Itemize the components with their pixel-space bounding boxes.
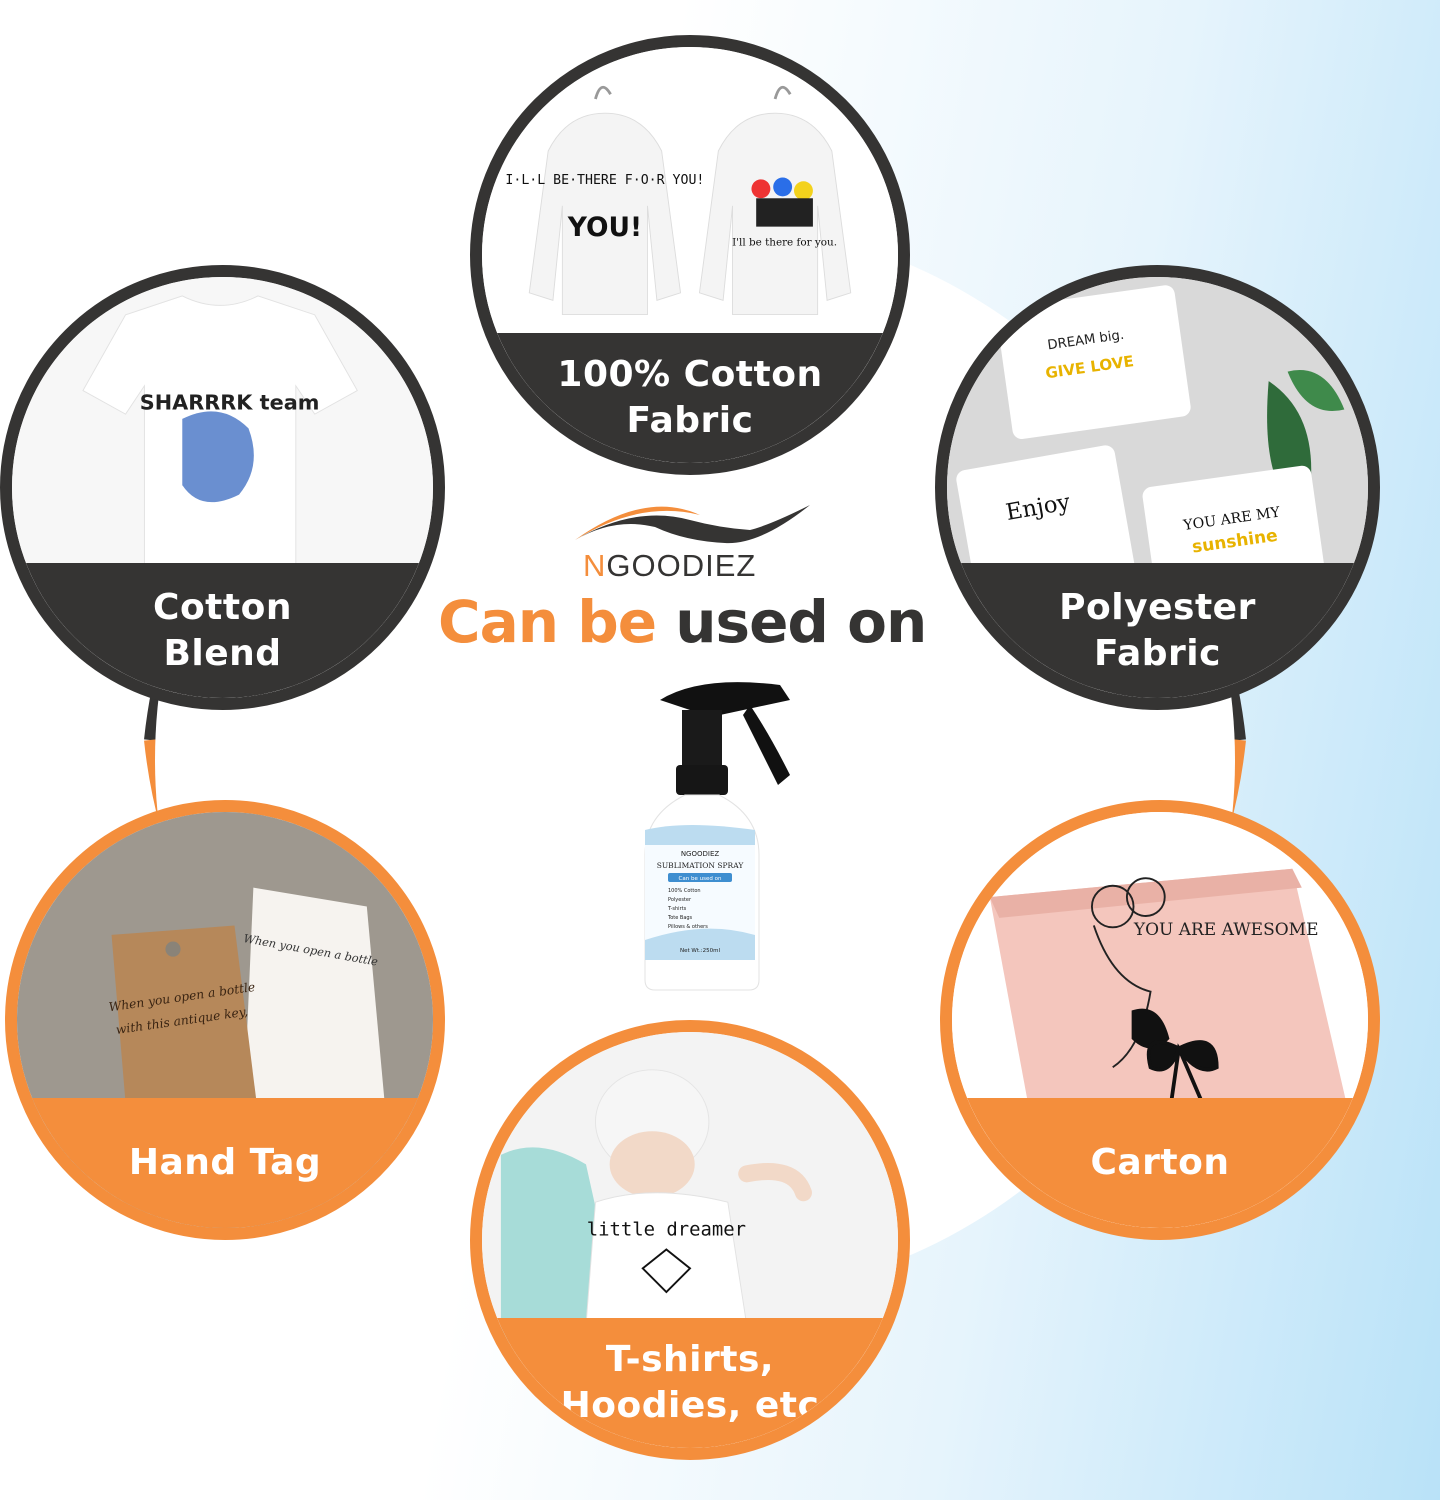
shirt-print: SHARRRK team xyxy=(140,390,320,414)
svg-text:YOU!: YOU! xyxy=(567,212,642,243)
card-label-band: Cotton Blend xyxy=(12,563,433,698)
card-label: Polyester Fabric xyxy=(1059,586,1256,674)
card-hand-tag: When you open a bottle with this antique… xyxy=(5,800,445,1240)
bottle-use-4: Tote Bags xyxy=(667,915,693,921)
headline: Can be used on xyxy=(438,588,958,656)
hoodie-left-print: I·L·L BE·THERE F·O·R YOU! xyxy=(505,173,704,188)
card-label-band: 100% Cotton Fabric xyxy=(482,333,898,463)
card-label: 100% Cotton Fabric xyxy=(557,354,823,441)
bottle-brand: NGOODIEZ xyxy=(681,850,720,858)
bottle-net: Net Wt.:250ml xyxy=(680,948,720,954)
headline-part2: used on xyxy=(675,588,927,656)
card-carton: YOU ARE AWESOME Carton xyxy=(940,800,1380,1240)
card-label: T-shirts, Hoodies, etc xyxy=(560,1339,820,1426)
brand-logo: NGOODIEZ xyxy=(583,548,756,584)
box-print: YOU ARE AWESOME xyxy=(1133,920,1319,940)
bottle-subtitle: Can be used on xyxy=(679,876,722,882)
hoodie-right-print: I'll be there for you. xyxy=(732,237,837,249)
bottle-use-5: Pillows & others xyxy=(668,924,708,930)
card-label-band: T-shirts, Hoodies, etc xyxy=(482,1318,898,1448)
bottle-use-3: T-shirts xyxy=(667,906,687,912)
card-label-band: Hand Tag xyxy=(17,1098,433,1228)
card-polyester-fabric: DREAM big. GIVE LOVE Enjoy YOU ARE MY su… xyxy=(935,265,1380,710)
headline-part1: Can be xyxy=(438,588,657,656)
card-label: Cotton Blend xyxy=(153,586,292,674)
brand-swoosh-icon xyxy=(575,505,810,544)
brand-logo-first-letter: N xyxy=(583,548,607,583)
bottle-use-1: 100% Cotton xyxy=(668,888,701,894)
baby-print: little dreamer xyxy=(587,1218,746,1240)
card-label: Hand Tag xyxy=(128,1142,322,1183)
card-100-cotton-fabric: I·L·L BE·THERE F·O·R YOU! YOU! I'll be t… xyxy=(470,35,910,475)
spray-bottle-image: NGOODIEZ SUBLIMATION SPRAY Can be used o… xyxy=(644,682,790,991)
bottle-use-2: Polyester xyxy=(668,897,692,903)
card-label-band: Carton xyxy=(952,1098,1368,1228)
bottle-title: SUBLIMATION SPRAY xyxy=(657,861,745,870)
card-label: Carton xyxy=(1090,1142,1230,1183)
brand-logo-rest: GOODIEZ xyxy=(606,548,757,583)
card-cotton-blend: SHARRRK team Cotton Blend xyxy=(0,265,445,710)
card-label-band: Polyester Fabric xyxy=(947,563,1368,698)
card-tshirts-hoodies: little dreamer T-shirts, Hoodies, etc xyxy=(470,1020,910,1460)
